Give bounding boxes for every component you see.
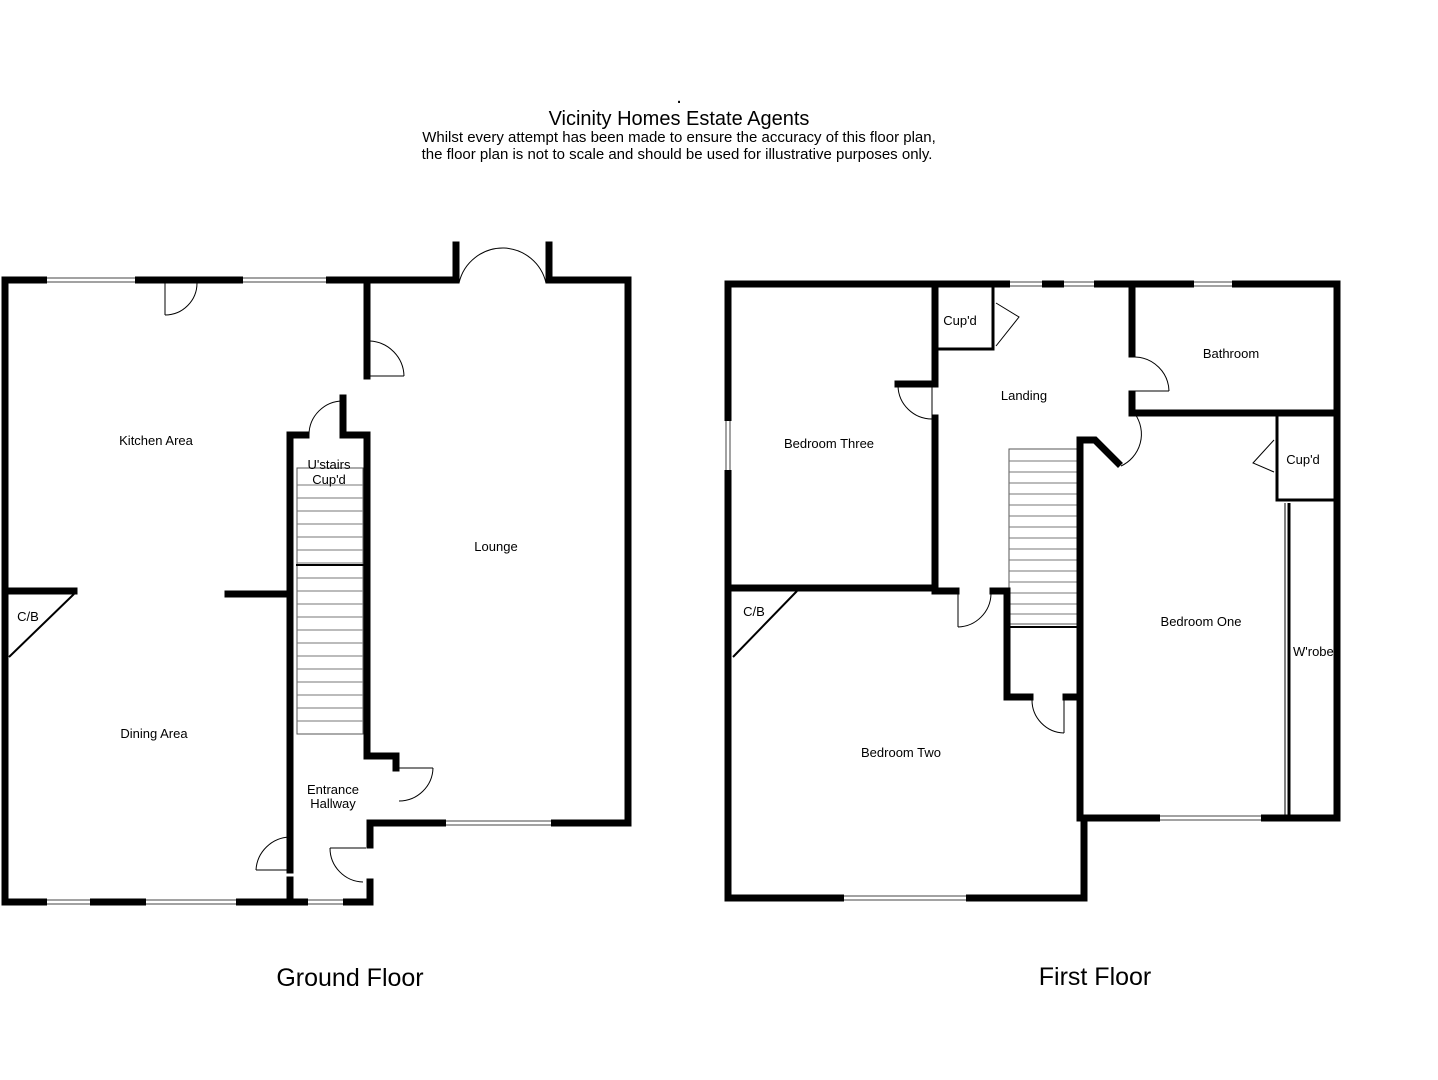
understairs-cupboard-label-1: U'stairs — [308, 457, 351, 472]
bedroom-two-label: Bedroom Two — [861, 745, 941, 760]
ground-floor-labels: Kitchen Area Lounge U'stairs Cup'd C/B D… — [17, 433, 518, 992]
first-floor-labels: Cup'd Bathroom Landing Bedroom Three Cup… — [743, 313, 1334, 991]
ground-cb-label: C/B — [17, 609, 39, 624]
first-floor-stairs — [1008, 448, 1078, 628]
cupboard-top-label: Cup'd — [943, 313, 977, 328]
lounge-label: Lounge — [474, 539, 517, 554]
disclaimer-line-2: the floor plan is not to scale and shoul… — [422, 146, 933, 163]
entrance-hallway-label-2: Hallway — [310, 796, 356, 811]
cupboard-right-label: Cup'd — [1286, 452, 1320, 467]
bathroom-label: Bathroom — [1203, 346, 1259, 361]
ground-floor-walls — [1, 241, 632, 906]
ground-floor-stairs — [296, 467, 364, 735]
first-floor-windows — [724, 280, 1261, 902]
first-floor-doors — [732, 302, 1275, 734]
entrance-hallway-label-1: Entrance — [307, 782, 359, 797]
header-dot: . — [676, 86, 682, 108]
ground-floor-title: Ground Floor — [276, 964, 423, 992]
agency-title: Vicinity Homes Estate Agents — [549, 108, 810, 130]
first-cb-label: C/B — [743, 604, 765, 619]
bedroom-one-label: Bedroom One — [1161, 614, 1242, 629]
first-floor-title: First Floor — [1039, 963, 1152, 991]
disclaimer-line-1: Whilst every attempt has been made to en… — [422, 129, 936, 146]
bedroom-three-label: Bedroom Three — [784, 436, 874, 451]
dining-area-label: Dining Area — [120, 726, 188, 741]
ground-floor-windows — [47, 276, 551, 906]
landing-label: Landing — [1001, 388, 1047, 403]
ground-floor-plan: Kitchen Area Lounge U'stairs Cup'd C/B D… — [1, 241, 632, 992]
understairs-cupboard-label-2: Cup'd — [312, 472, 346, 487]
ground-floor-doors — [8, 247, 547, 883]
wardrobe-label: W'robe — [1293, 644, 1334, 659]
first-floor-walls — [724, 280, 1341, 902]
header: . Vicinity Homes Estate Agents Whilst ev… — [422, 86, 936, 163]
kitchen-area-label: Kitchen Area — [119, 433, 193, 448]
first-floor-plan: Cup'd Bathroom Landing Bedroom Three Cup… — [724, 280, 1341, 991]
